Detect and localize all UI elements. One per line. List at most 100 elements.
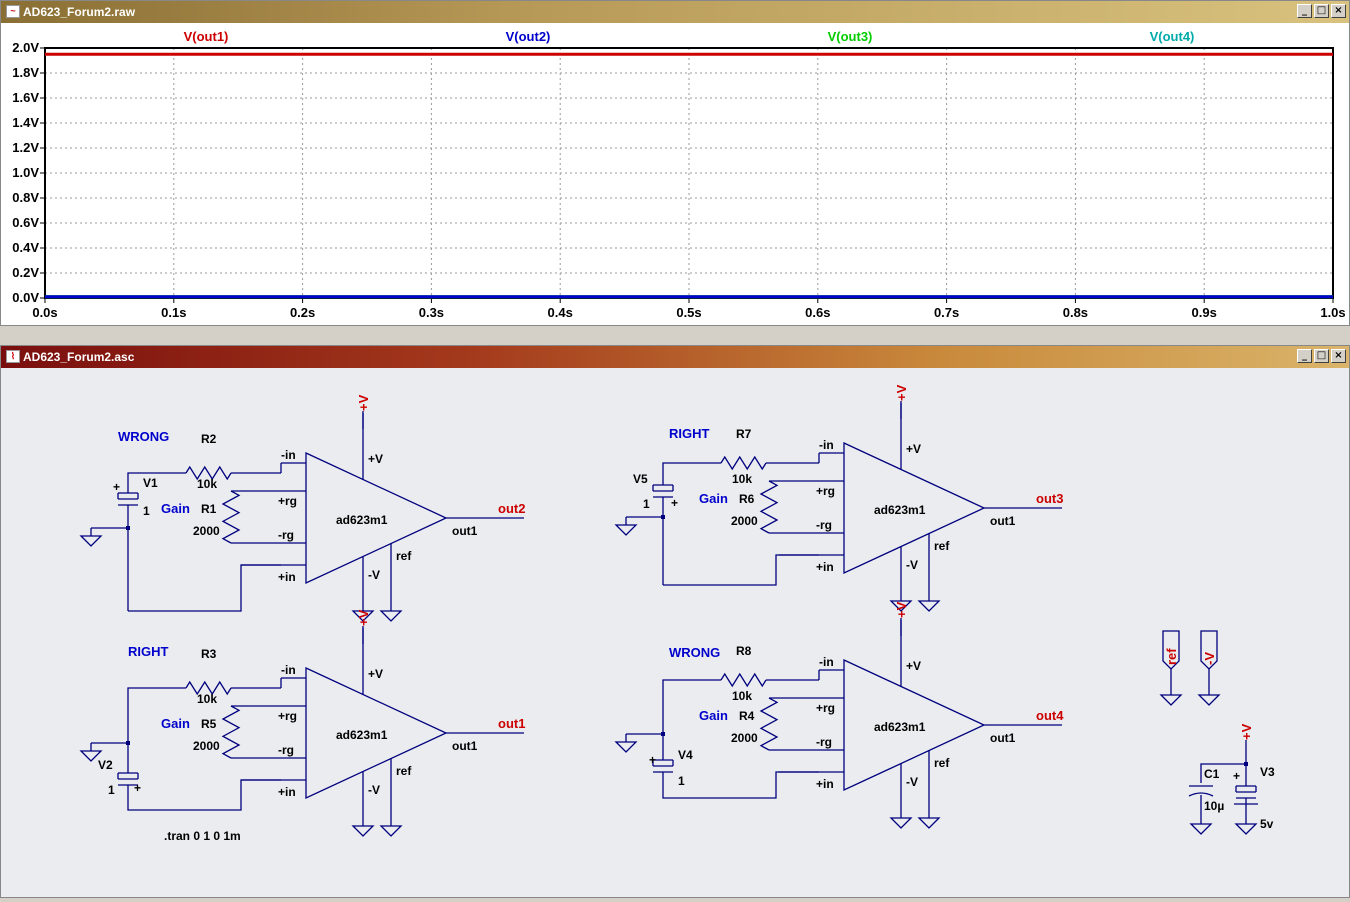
amp-triangle (305, 666, 448, 800)
plot-window-titlebar[interactable]: ~ AD623_Forum2.raw _ □ × (1, 1, 1349, 23)
pin-minus-rg: -rg (278, 743, 294, 757)
source-ref-V2: V2 (98, 758, 113, 772)
schematic-window-titlebar[interactable]: ⌇ AD623_Forum2.asc _ □ × (1, 346, 1349, 368)
pin-ref: ref (396, 549, 412, 563)
source-value-V2: 1 (108, 783, 115, 797)
supply-plus-v-net: +V (894, 601, 909, 618)
wire (662, 462, 721, 485)
x-tick-label: 0.6s (805, 305, 830, 320)
x-tick-label: 0.8s (1063, 305, 1088, 320)
y-tick-label: 1.2V (12, 140, 39, 155)
amp-name: ad623m1 (336, 728, 388, 742)
schematic-window[interactable]: ⌇ AD623_Forum2.asc _ □ × .tran 0 1 0 1m … (0, 345, 1350, 898)
resistor-ref-R4: R4 (739, 709, 755, 723)
ground-symbol (614, 741, 638, 753)
x-tick-label: 0.9s (1192, 305, 1217, 320)
schematic-drawing[interactable]: .tran 0 1 0 1m ad623m1 -in +rg -rg +in +V +V -V… (1, 368, 1349, 897)
x-tick-label: 1.0s (1320, 305, 1345, 320)
pin-plus-v: +V (368, 667, 383, 681)
gain-label: Gain (161, 501, 190, 516)
schematic-canvas[interactable]: .tran 0 1 0 1m ad623m1 -in +rg -rg +in +V +V -V… (1, 368, 1349, 897)
close-button[interactable]: × (1331, 4, 1346, 18)
capacitor-curve (1188, 792, 1214, 797)
minimize-button[interactable]: _ (1297, 4, 1312, 18)
x-tick-label: 0.3s (419, 305, 444, 320)
supply-plus-v-net: +V (356, 609, 371, 626)
circuit-tag: RIGHT (669, 426, 710, 441)
pin-minus-v: -V (368, 783, 380, 797)
resistor-ref-R1: R1 (201, 502, 217, 516)
y-tick-label: 0.8V (12, 190, 39, 205)
wire (663, 554, 819, 586)
net-flag-minus-v: -V (1202, 652, 1217, 665)
y-tick-label: 1.4V (12, 115, 39, 130)
pin-minus-v: -V (368, 568, 380, 582)
waveform-chart[interactable]: V(out1)V(out2)V(out3)V(out4)2.0V1.8V1.6V… (1, 23, 1349, 325)
amp-out-pin: out1 (452, 524, 478, 538)
gain-label: Gain (699, 491, 728, 506)
pin-plus-rg: +rg (278, 709, 297, 723)
ground-symbol (917, 817, 941, 829)
net-out1: out1 (498, 716, 525, 731)
trace-label-1: V(out1) (184, 29, 229, 44)
pin-ref: ref (934, 539, 950, 553)
ground-symbol (1197, 694, 1221, 706)
trace-label-3: V(out3) (828, 29, 873, 44)
pin-ref: ref (934, 756, 950, 770)
source-ref-V5: V5 (633, 472, 648, 486)
source-value-V5: 1 (643, 497, 650, 511)
pin-plus-in: +in (278, 785, 296, 799)
pin-plus-v: +V (906, 659, 921, 673)
pin-plus-in: +in (816, 560, 834, 574)
ground-symbol (351, 825, 375, 837)
amp-triangle (843, 441, 986, 575)
y-tick-label: 1.0V (12, 165, 39, 180)
pin-plus-v: +V (368, 452, 383, 466)
resistor-value-R1: 2000 (193, 524, 220, 538)
x-tick-label: 0.5s (676, 305, 701, 320)
amp-out-pin: out1 (452, 739, 478, 753)
y-tick-label: 2.0V (12, 40, 39, 55)
wire (127, 472, 186, 493)
circuit-tag: RIGHT (128, 644, 169, 659)
pin-minus-in: -in (281, 663, 296, 677)
resistor-value-R5: 2000 (193, 739, 220, 753)
pin-minus-rg: -rg (278, 528, 294, 542)
maximize-button[interactable]: □ (1314, 349, 1329, 363)
resistor-R6 (759, 480, 779, 534)
resistor-R1 (221, 490, 241, 544)
tran-directive[interactable]: .tran 0 1 0 1m (164, 829, 241, 843)
resistor-R8 (720, 672, 767, 688)
gain-label: Gain (699, 708, 728, 723)
plot-window[interactable]: ~ AD623_Forum2.raw _ □ × V(out1)V(out2)V… (0, 0, 1350, 326)
minimize-button[interactable]: _ (1297, 349, 1312, 363)
y-tick-label: 0.6V (12, 215, 39, 230)
close-button[interactable]: × (1331, 349, 1346, 363)
resistor-value-R7: 10k (732, 472, 752, 486)
schematic-icon: ⌇ (6, 350, 20, 363)
net-flag-ref: ref (1164, 648, 1179, 665)
wire (662, 771, 819, 799)
ground-symbol (614, 524, 638, 536)
cap-wire (1200, 763, 1246, 783)
trace-label-4: V(out4) (1150, 29, 1195, 44)
resistor-value-R4: 2000 (731, 731, 758, 745)
pin-plus-in: +in (278, 570, 296, 584)
resistor-ref-R8: R8 (736, 644, 752, 658)
net-out4: out4 (1036, 708, 1064, 723)
wire (128, 564, 281, 612)
resistor-ref-R3: R3 (201, 647, 217, 661)
x-tick-label: 0.4s (548, 305, 573, 320)
source-ref-V3: V3 (1260, 765, 1275, 779)
pin-plus-rg: +rg (816, 484, 835, 498)
resistor-ref-R5: R5 (201, 717, 217, 731)
pin-minus-in: -in (819, 655, 834, 669)
pin-minus-v: -V (906, 558, 918, 572)
pin-plus-in: +in (816, 777, 834, 791)
pin-minus-v: -V (906, 775, 918, 789)
maximize-button[interactable]: □ (1314, 4, 1329, 18)
y-tick-label: 0.2V (12, 265, 39, 280)
amp-triangle (305, 451, 448, 585)
net-out3: out3 (1036, 491, 1063, 506)
